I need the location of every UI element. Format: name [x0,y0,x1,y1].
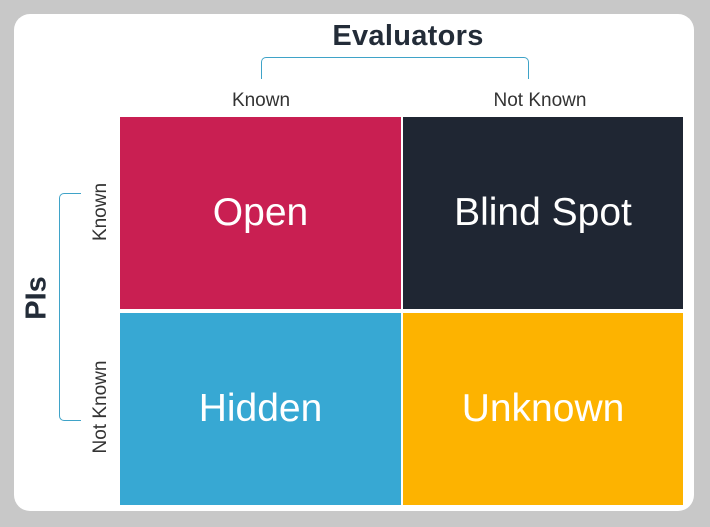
quadrant-unknown: Unknown [403,313,683,505]
column-label-known: Known [231,90,291,111]
quadrant-blind-spot-label: Blind Spot [454,191,632,234]
column-label-not-known: Not Known [493,90,587,111]
row-label-not-known: Not Known [90,360,111,454]
pis-axis-title: PIs [20,276,53,320]
quadrant-open-label: Open [212,191,309,234]
evaluators-axis-title: Evaluators [332,20,484,52]
evaluators-bracket [261,57,529,79]
quadrant-hidden-label: Hidden [198,387,323,430]
pis-bracket [59,193,81,421]
quadrant-blind-spot: Blind Spot [403,117,683,309]
quadrant-open: Open [120,117,401,309]
row-label-known: Known [90,182,111,242]
quadrant-hidden: Hidden [120,313,401,505]
quadrant-unknown-label: Unknown [461,387,625,430]
